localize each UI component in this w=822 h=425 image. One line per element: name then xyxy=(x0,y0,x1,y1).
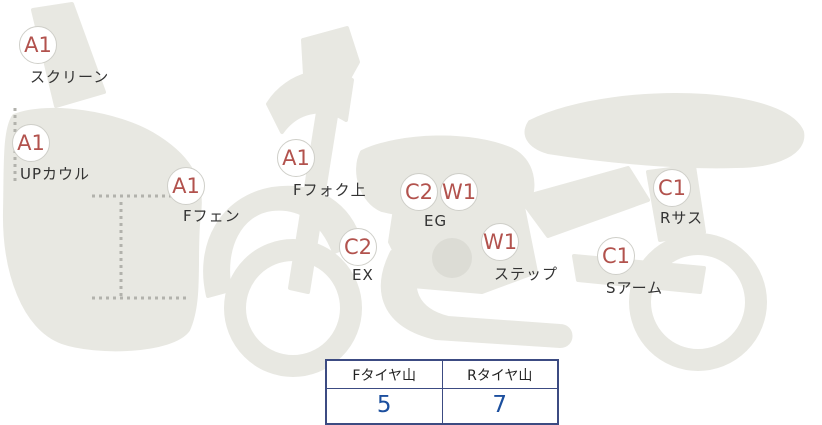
part-label-front-fender: Fフェン xyxy=(183,207,241,225)
front-wheel-shape xyxy=(224,239,362,377)
grade-circle-upper-cowl: A1 xyxy=(12,124,50,162)
part-label-engine: EG xyxy=(424,212,448,230)
part-label-step: ステップ xyxy=(494,265,559,283)
front-tire-value: 5 xyxy=(376,392,392,418)
grade-badge-exhaust: C2 xyxy=(339,228,377,266)
frame-tube-shape xyxy=(518,166,650,238)
seat-tail-shape xyxy=(524,93,805,169)
grade-badge-upper-cowl: A1 xyxy=(12,124,50,162)
engine-crankcase-shape xyxy=(432,238,472,278)
part-label-swing-arm: Sアーム xyxy=(606,279,664,297)
grade-circle-front-fork: A1 xyxy=(277,139,315,177)
grade-circle-swing-arm: C1 xyxy=(597,237,635,275)
part-label-upper-cowl: UPカウル xyxy=(20,165,91,183)
grade-badge-engine: C2 W1 xyxy=(400,173,478,211)
rear-tire-value: 7 xyxy=(441,389,558,423)
grade-badge-rear-suspension: C1 xyxy=(653,169,691,207)
grade-badge-step: W1 xyxy=(481,223,519,261)
tire-tread-table: Fタイヤ山 Rタイヤ山 5 7 xyxy=(325,359,559,425)
tire-table-value-row: 5 7 xyxy=(327,389,557,423)
part-label-screen: スクリーン xyxy=(30,68,110,86)
grade-circle-engine-2: W1 xyxy=(440,173,478,211)
part-label-front-fork: Fフォク上 xyxy=(293,181,367,199)
grade-badge-swing-arm: C1 xyxy=(597,237,635,275)
windscreen-shape xyxy=(31,2,106,108)
grade-circle-rear-suspension: C1 xyxy=(653,169,691,207)
front-tire-header: Fタイヤ山 xyxy=(352,368,417,384)
grade-badge-front-fork: A1 xyxy=(277,139,315,177)
rear-tire-header: Rタイヤ山 xyxy=(441,361,558,388)
grade-circle-engine-1: C2 xyxy=(400,173,438,211)
grade-circle-step: W1 xyxy=(481,223,519,261)
exhaust-shape xyxy=(380,250,573,348)
grade-circle-front-fender: A1 xyxy=(167,167,205,205)
grade-circle-exhaust: C2 xyxy=(339,228,377,266)
grade-badge-front-fender: A1 xyxy=(167,167,205,205)
upper-cowl-shape xyxy=(2,107,202,352)
rear-wheel-shape xyxy=(629,233,767,371)
part-label-rear-suspension: Rサス xyxy=(660,209,704,227)
grade-circle-screen: A1 xyxy=(19,26,57,64)
handlebar-shape xyxy=(266,70,354,134)
part-label-exhaust: EX xyxy=(352,266,374,284)
grade-badge-screen: A1 xyxy=(19,26,57,64)
tire-table-header-row: Fタイヤ山 Rタイヤ山 xyxy=(327,361,557,389)
